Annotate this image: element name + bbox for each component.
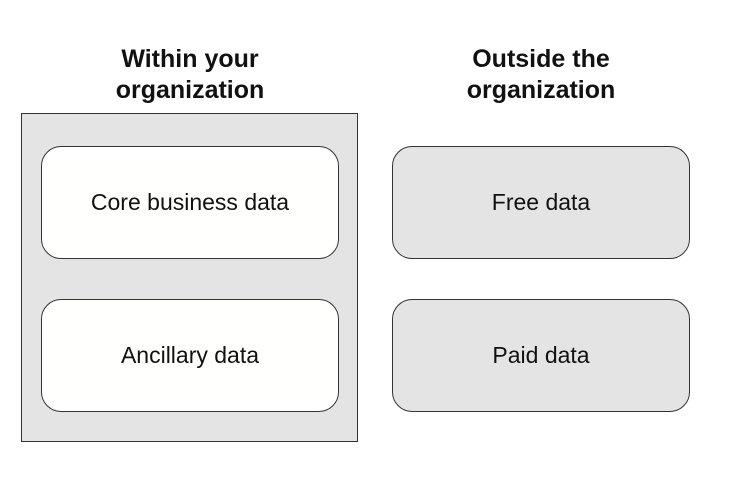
outside-organization-heading: Outside the organization — [466, 45, 616, 104]
paid-data-label: Paid data — [492, 342, 590, 368]
ancillary-data-label: Ancillary data — [120, 342, 260, 368]
within-organization-heading: Within your organization — [115, 45, 265, 104]
core-business-data-box: Core business data — [41, 146, 339, 259]
core-business-data-label: Core business data — [90, 189, 290, 215]
paid-data-box: Paid data — [392, 299, 690, 412]
free-data-box: Free data — [392, 146, 690, 259]
ancillary-data-box: Ancillary data — [41, 299, 339, 412]
free-data-label: Free data — [491, 189, 591, 215]
